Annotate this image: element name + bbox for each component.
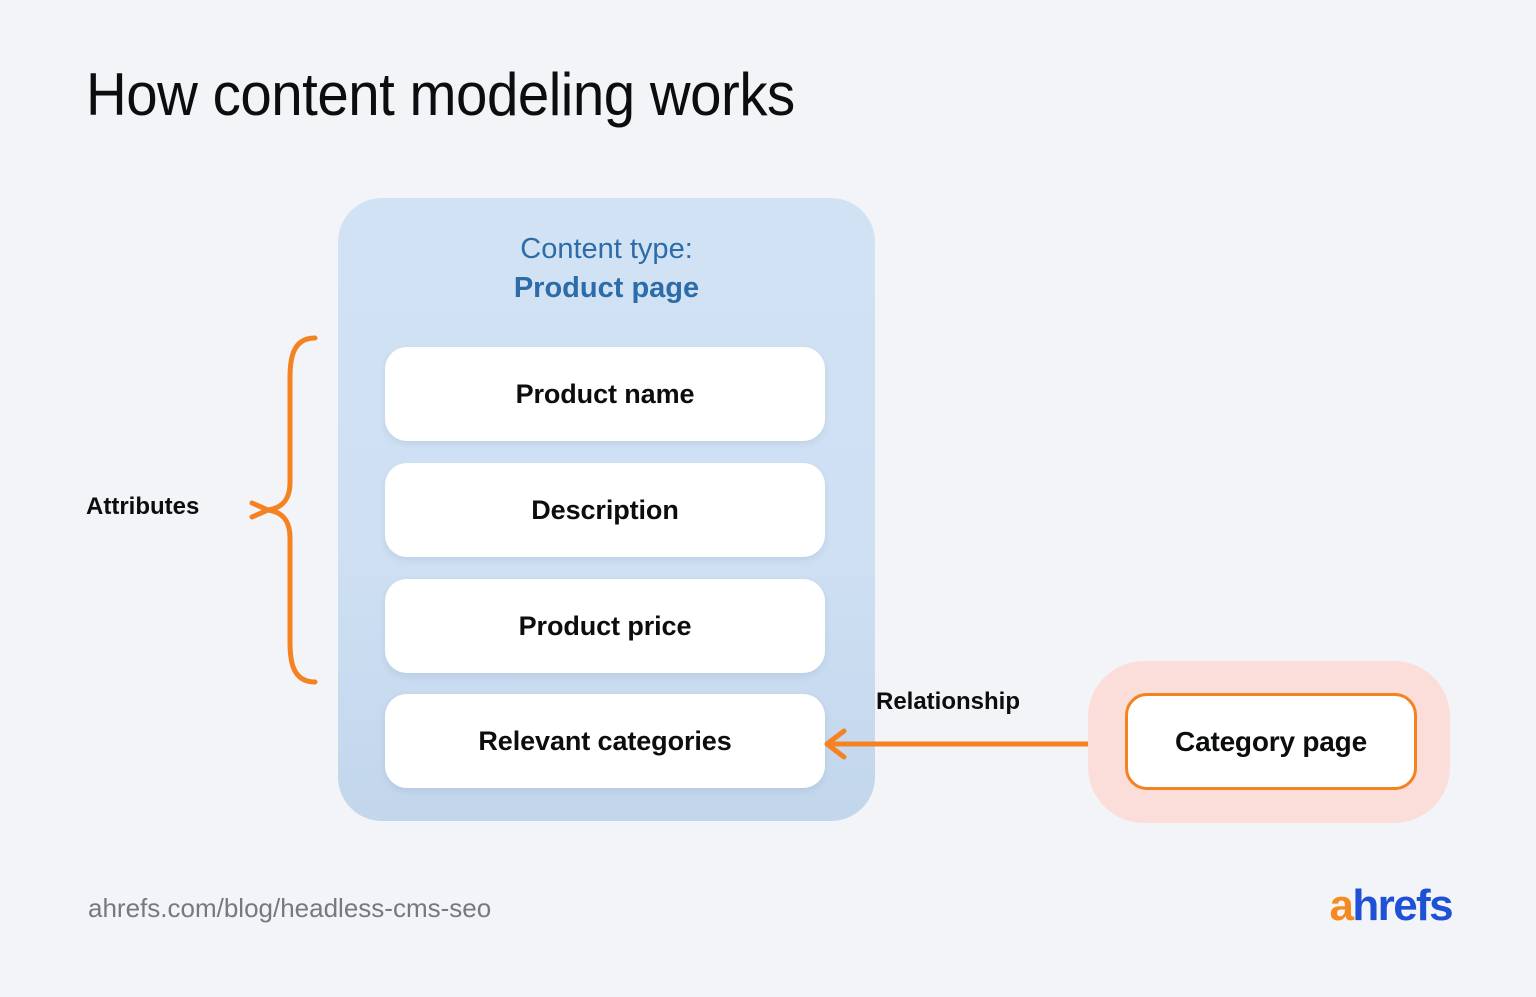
curly-brace-icon bbox=[249, 335, 318, 685]
content-type-label: Content type: bbox=[520, 233, 693, 265]
attribute-card[interactable]: Product price bbox=[385, 579, 825, 673]
page-title: How content modeling works bbox=[86, 61, 795, 128]
attributes-annotation: Attributes bbox=[70, 330, 330, 690]
attribute-card[interactable]: Description bbox=[385, 463, 825, 557]
category-page-container: Category page bbox=[1088, 661, 1450, 823]
content-type-heading: Content type: Product page bbox=[338, 231, 875, 307]
relationship-label: Relationship bbox=[875, 688, 1020, 715]
content-type-container: Content type: Product page Product name … bbox=[338, 198, 875, 821]
ahrefs-logo: ahrefs bbox=[1329, 881, 1454, 930]
attribute-card[interactable]: Relevant categories bbox=[385, 694, 825, 788]
footer-source-url: ahrefs.com/blog/headless-cms-seo bbox=[88, 893, 492, 923]
attribute-card[interactable]: Product name bbox=[385, 347, 825, 441]
ahrefs-logo-a: a bbox=[1329, 881, 1354, 930]
category-page-label: Category page bbox=[1175, 725, 1367, 757]
ahrefs-logo-hrefs: hrefs bbox=[1352, 881, 1453, 930]
category-page-box[interactable]: Category page bbox=[1125, 693, 1417, 790]
attribute-card-label: Relevant categories bbox=[478, 725, 732, 756]
attribute-card-label: Description bbox=[531, 494, 679, 525]
attributes-label: Attributes bbox=[86, 493, 200, 520]
attribute-card-label: Product price bbox=[518, 610, 692, 641]
attribute-card-label: Product name bbox=[515, 378, 695, 409]
content-type-value: Product page bbox=[513, 272, 700, 305]
